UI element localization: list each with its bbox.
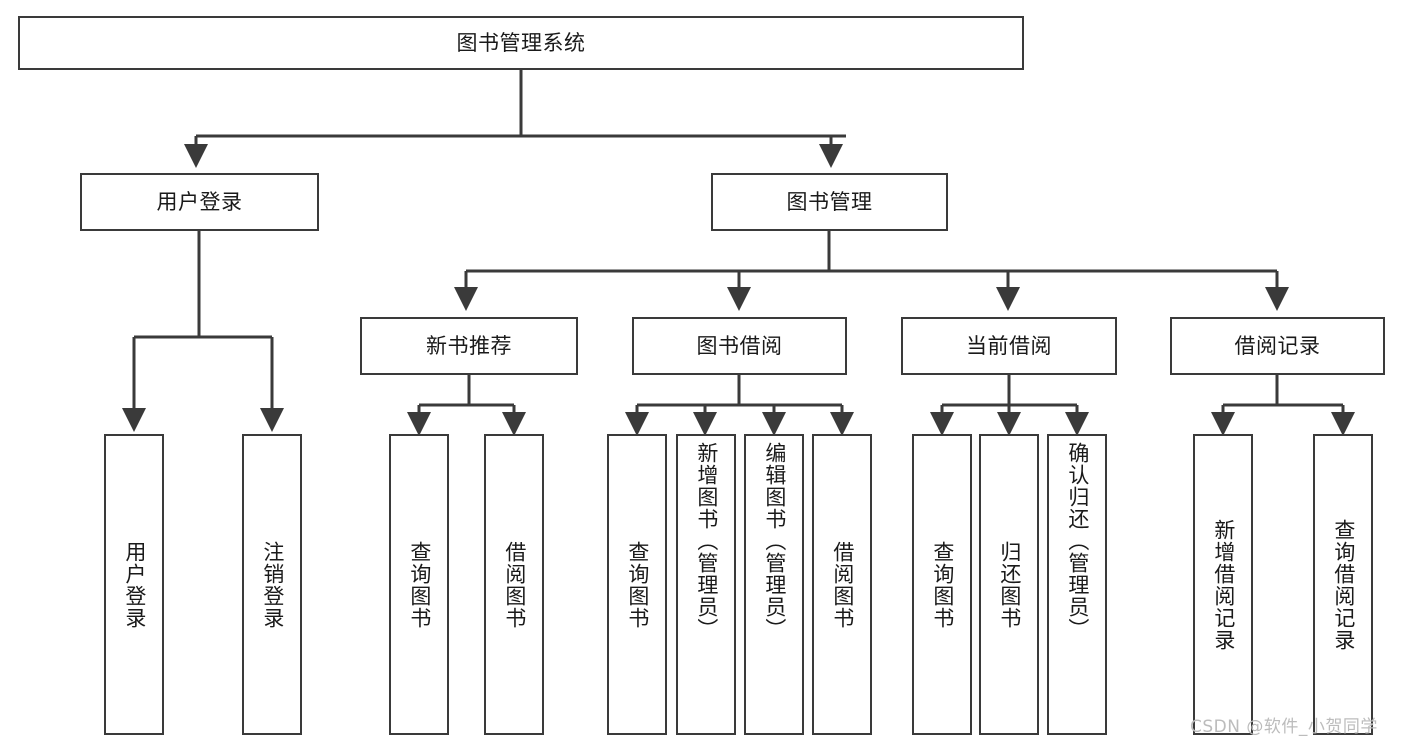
leaf-query-book-recommend[interactable]: 查询图书 — [389, 434, 449, 735]
node-book-borrow[interactable]: 图书借阅 — [632, 317, 847, 375]
node-label: 新书推荐 — [426, 333, 512, 358]
node-label: 当前借阅 — [966, 333, 1052, 358]
leaf-query-borrow-record[interactable]: 查询借阅记录 — [1313, 434, 1373, 735]
node-borrow-record[interactable]: 借阅记录 — [1170, 317, 1385, 375]
node-label: 归还图书 — [997, 540, 1022, 629]
node-user-login[interactable]: 用户登录 — [80, 173, 319, 231]
leaf-borrow-book-recommend[interactable]: 借阅图书 — [484, 434, 544, 735]
node-label: 确认归还（管理员） — [1065, 442, 1090, 640]
leaf-query-book-borrow[interactable]: 查询图书 — [607, 434, 667, 735]
leaf-add-borrow-record[interactable]: 新增借阅记录 — [1193, 434, 1253, 735]
node-current-borrow[interactable]: 当前借阅 — [901, 317, 1117, 375]
leaf-borrow-book-borrow[interactable]: 借阅图书 — [812, 434, 872, 735]
node-label: 查询借阅记录 — [1331, 518, 1356, 651]
node-label: 借阅图书 — [502, 540, 527, 629]
node-label: 用户登录 — [156, 189, 243, 214]
node-label: 图书管理 — [786, 189, 873, 214]
node-label: 图书管理系统 — [456, 30, 586, 55]
node-label: 借阅记录 — [1234, 333, 1321, 358]
leaf-confirm-return-admin[interactable]: 确认归还（管理员） — [1047, 434, 1107, 735]
node-label: 查询图书 — [625, 540, 650, 629]
leaf-query-book-current[interactable]: 查询图书 — [912, 434, 972, 735]
node-label: 图书借阅 — [696, 333, 783, 358]
node-label: 编辑图书（管理员） — [762, 442, 787, 640]
leaf-edit-book-admin[interactable]: 编辑图书（管理员） — [744, 434, 804, 735]
node-label: 新增借阅记录 — [1211, 518, 1236, 651]
leaf-user-logout[interactable]: 注销登录 — [242, 434, 302, 735]
node-label: 查询图书 — [407, 540, 432, 629]
leaf-user-login[interactable]: 用户登录 — [104, 434, 164, 735]
node-book-management[interactable]: 图书管理 — [711, 173, 948, 231]
node-root-book-management-system[interactable]: 图书管理系统 — [18, 16, 1024, 70]
node-label: 用户登录 — [122, 540, 147, 629]
node-label: 借阅图书 — [830, 540, 855, 629]
leaf-return-book[interactable]: 归还图书 — [979, 434, 1039, 735]
leaf-add-book-admin[interactable]: 新增图书（管理员） — [676, 434, 736, 735]
node-new-book-recommend[interactable]: 新书推荐 — [360, 317, 578, 375]
node-label: 查询图书 — [930, 540, 955, 629]
node-label: 新增图书（管理员） — [694, 442, 719, 640]
node-label: 注销登录 — [260, 540, 285, 629]
csdn-watermark: CSDN @软件_小贺同学 — [1190, 717, 1378, 737]
